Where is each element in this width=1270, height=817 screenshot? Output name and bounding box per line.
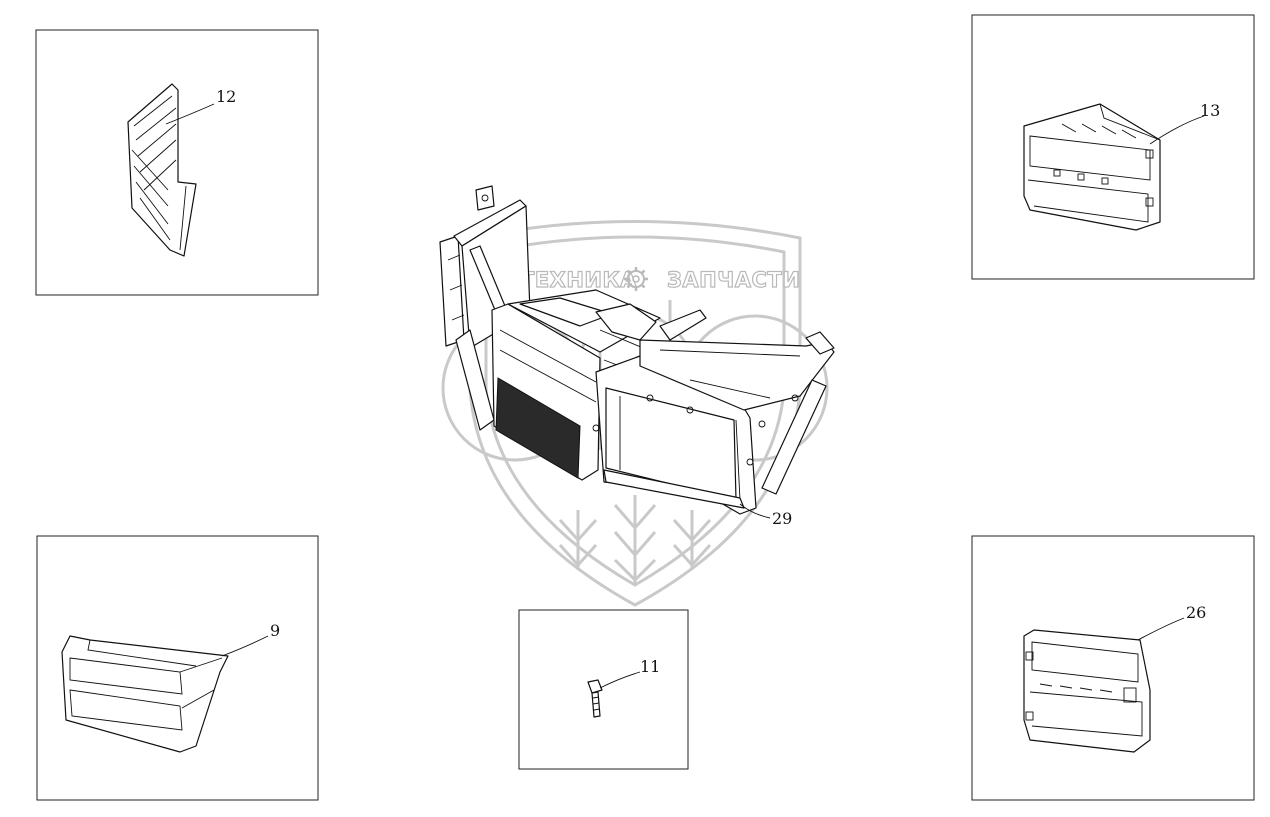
detail-box-bottom-center (518, 609, 689, 770)
callout-29: 29 (772, 509, 792, 528)
part-11-bolt (587, 679, 603, 718)
leader-9 (221, 635, 269, 657)
leader-11 (599, 671, 641, 689)
watermark-wheat (558, 495, 712, 585)
callout-13: 13 (1200, 101, 1220, 120)
callout-26: 26 (1186, 603, 1206, 622)
detail-box-top-left (35, 29, 319, 296)
detail-box-bottom-left (36, 535, 319, 801)
watermark-shield (468, 220, 802, 607)
part-26-lower-box (1023, 629, 1151, 753)
callout-11: 11 (640, 657, 660, 676)
part-12-side-grille (127, 83, 197, 257)
callout-12: 12 (216, 87, 236, 106)
callout-9: 9 (270, 621, 280, 640)
leader-26 (1137, 617, 1185, 641)
part-29-main-frame (439, 185, 835, 515)
leader-13 (1149, 115, 1205, 145)
gear-icon (624, 267, 648, 291)
part-9-corner-grille (61, 635, 229, 753)
radiator-grille (495, 377, 581, 479)
detail-box-bottom-right (971, 535, 1255, 801)
part-13-upper-box (1023, 103, 1161, 231)
detail-box-top-right (971, 14, 1255, 280)
leader-12 (165, 103, 215, 125)
leader-29 (739, 503, 771, 519)
watermark-left-word: ТЕХНИКА (520, 268, 637, 292)
watermark-right-word: ЗАПЧАСТИ (667, 268, 800, 292)
